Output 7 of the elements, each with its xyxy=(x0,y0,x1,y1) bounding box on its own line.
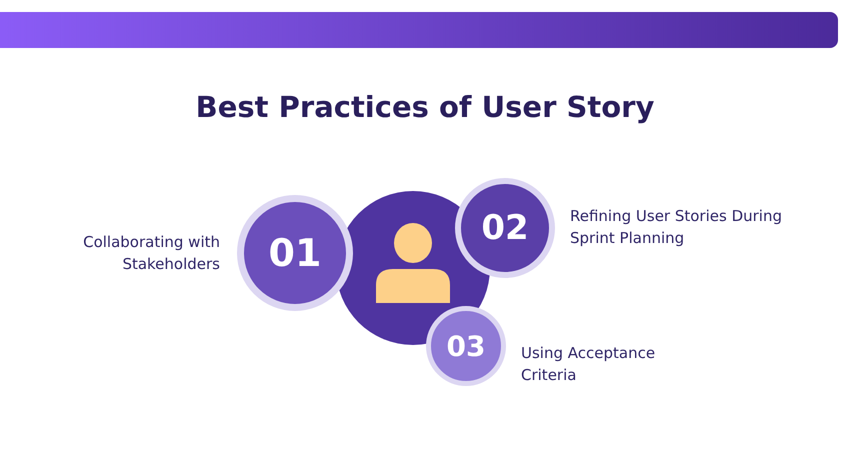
step-label: Using Acceptance Criteria xyxy=(521,343,656,386)
numbered-circle: 02 xyxy=(455,178,555,278)
numbered-circle: 03 xyxy=(426,306,506,386)
step-label: Collaborating with Stakeholders xyxy=(82,232,220,275)
title: Best Practices of User Story xyxy=(194,90,656,124)
step-label: Refining User Stories During Sprint Planning xyxy=(570,206,783,249)
numbered-circle: 01 xyxy=(237,195,353,311)
